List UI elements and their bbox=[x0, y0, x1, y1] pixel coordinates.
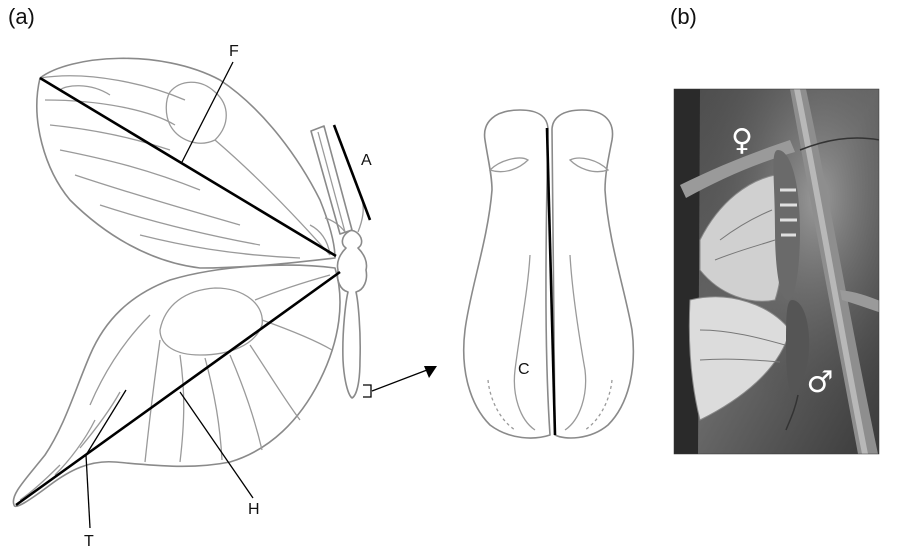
female-symbol: ♀ bbox=[731, 123, 753, 158]
male-symbol: ♂ bbox=[807, 365, 834, 400]
